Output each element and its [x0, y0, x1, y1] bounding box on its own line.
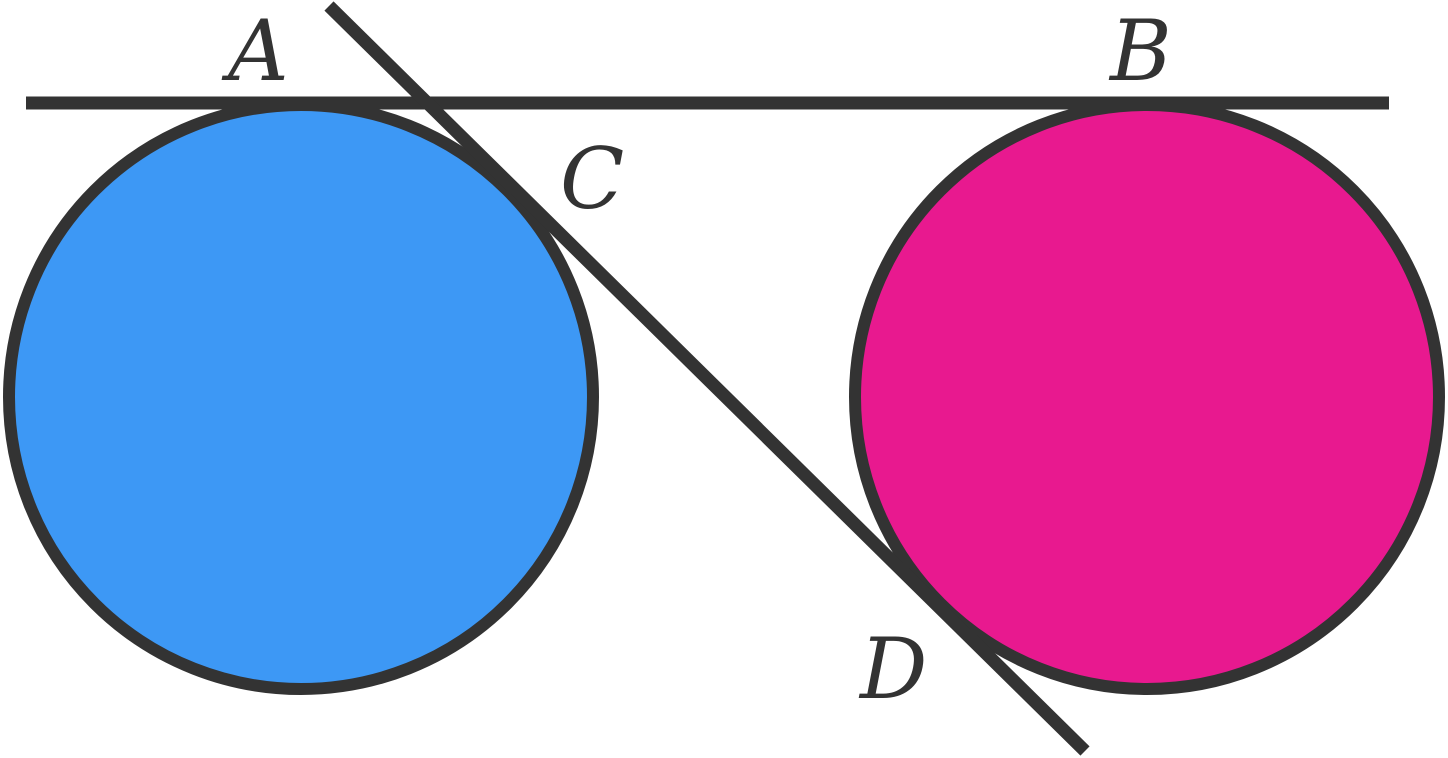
label-D: D [858, 620, 927, 718]
label-B: B [1108, 2, 1172, 100]
label-C: C [560, 130, 624, 228]
left-circle [3, 99, 599, 695]
right-circle [849, 99, 1445, 695]
internal-tangent-CD [324, 1, 1090, 756]
label-A: A [221, 2, 289, 100]
